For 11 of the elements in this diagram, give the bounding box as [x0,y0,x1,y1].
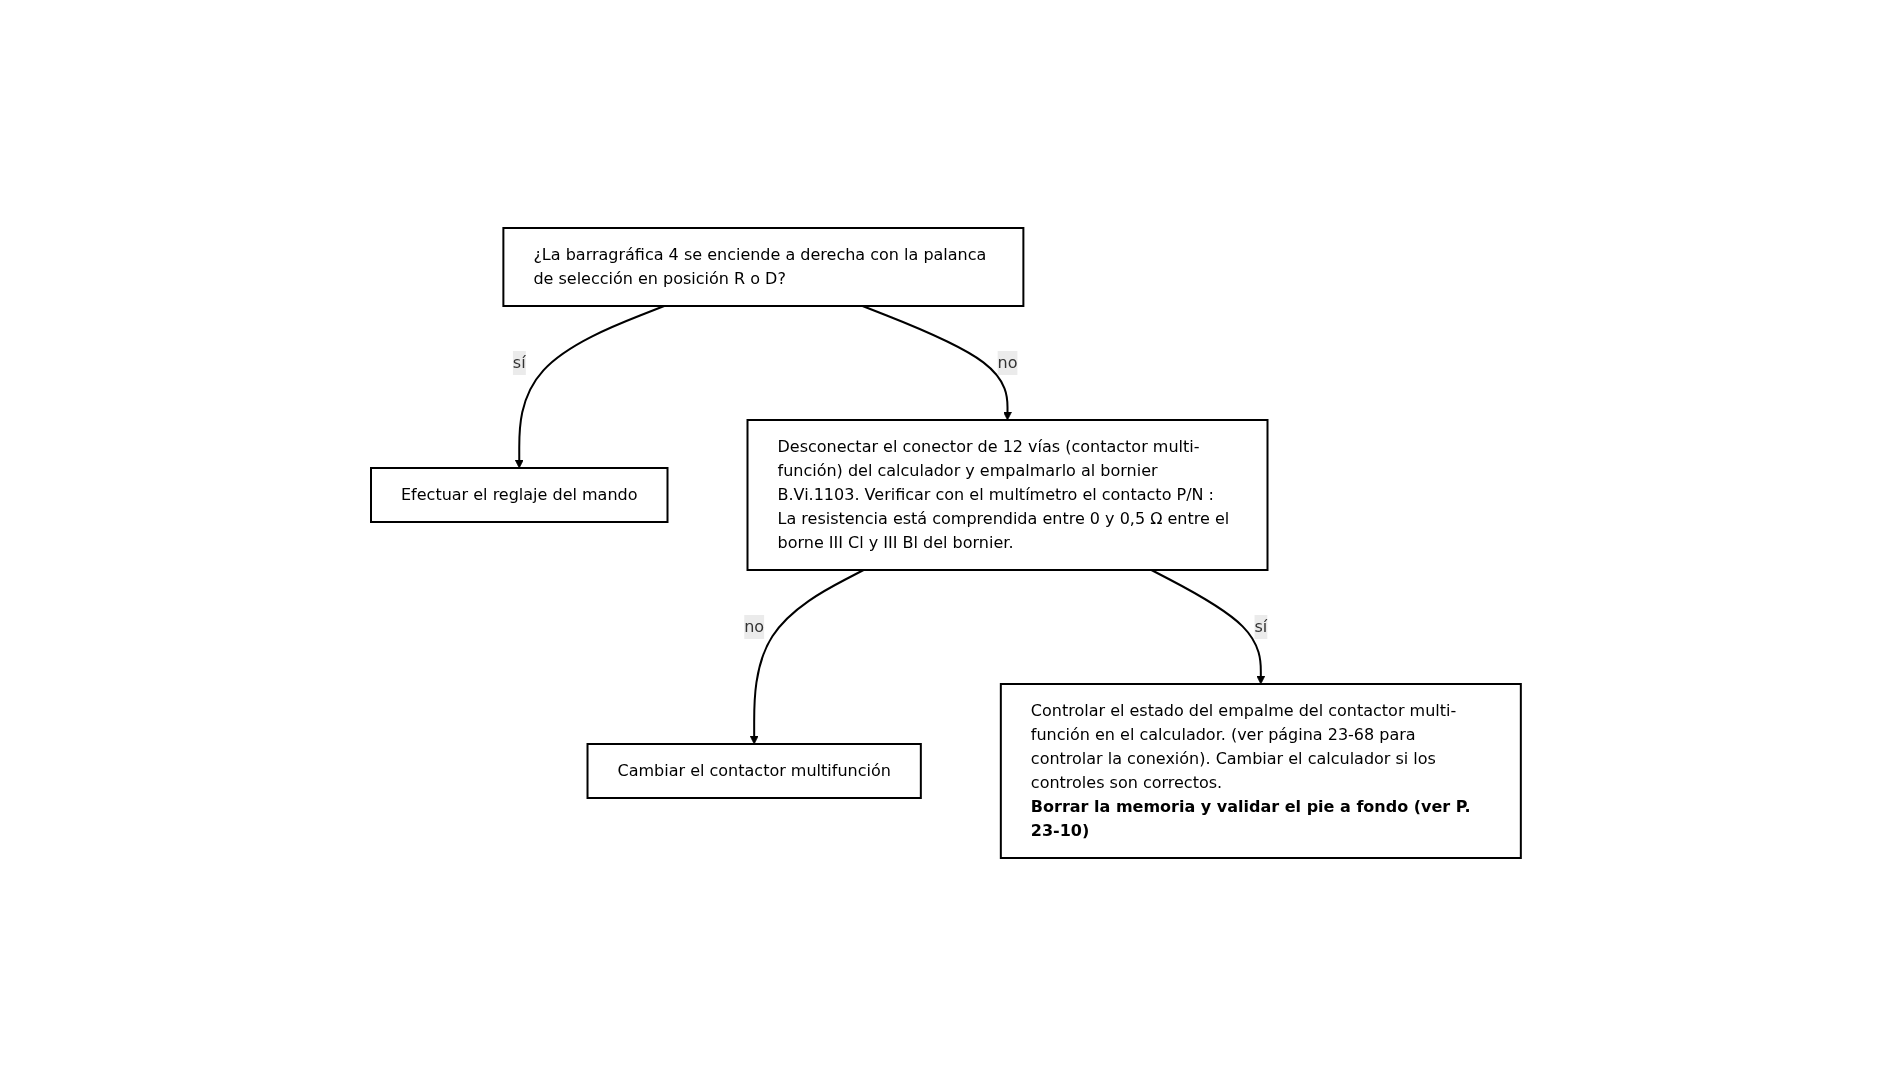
arrow [1150,569,1266,685]
node-box: Desconectar el conector de 12 vías (contactor multi-función) del calculador y empalmarlo al bornier B.Vi.1103. Verificar con el multímetro el contacto P/N : La resistencia está comprendida entre 0 y 0,5 Ω entre el borne III Cl y III Bl del bornier. [746,419,1269,571]
node-box: Cambiar el contactor multifunción [586,743,922,799]
node-box: Controlar el estado del empalme del contactor multi-función en el calculador. (ver página 23-68 para controlar la conexión). Cambiar el calculador si los controles son correctos. Borrar la memoria y validar el pie a fondo (ver P. 23-10) [999,683,1522,859]
edge-label: no [997,353,1018,372]
node-box: Efectuar el reglaje del mando [370,467,669,523]
node-box: ¿La barragráfica 4 se enciende a derecha con la palanca de selección en posición R o D? [502,227,1025,307]
arrow [749,569,865,745]
edge-label: sí [512,353,526,372]
edge-label: sí [1254,617,1268,636]
edge-label: no [744,617,765,636]
